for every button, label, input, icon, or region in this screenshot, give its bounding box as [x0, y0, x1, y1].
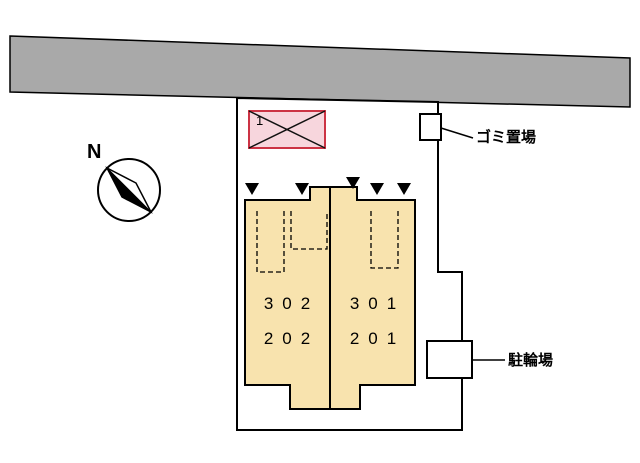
entrance-path-dashed-right	[370, 211, 399, 269]
garbage-leader-line	[440, 127, 474, 139]
x-mark-icon	[248, 110, 326, 149]
entrance-path-dashed-left	[256, 211, 285, 273]
garbage-area-label: ゴミ置場	[476, 129, 537, 146]
room-number-202: 202	[263, 329, 320, 348]
north-label: N	[87, 141, 102, 163]
entrance-marker-icon	[295, 183, 309, 195]
compass-circle	[97, 158, 161, 222]
room-number-302: 302	[263, 294, 320, 313]
parking-space-number: 1	[256, 113, 264, 128]
room-number-201: 201	[349, 329, 406, 348]
bicycle-area-box	[426, 340, 473, 379]
room-number-301: 301	[349, 294, 406, 313]
entrance-marker-icon	[346, 177, 360, 189]
entrance-marker-icon	[370, 183, 384, 195]
entrance-path-dashed-middle	[290, 211, 328, 250]
entrance-marker-icon	[245, 183, 259, 195]
entrance-marker-icon	[397, 183, 411, 195]
bicycle-parking-label: 駐輪場	[508, 352, 554, 369]
north-arrow-icon	[97, 158, 161, 222]
road	[9, 35, 631, 108]
garbage-area-box	[419, 113, 442, 141]
